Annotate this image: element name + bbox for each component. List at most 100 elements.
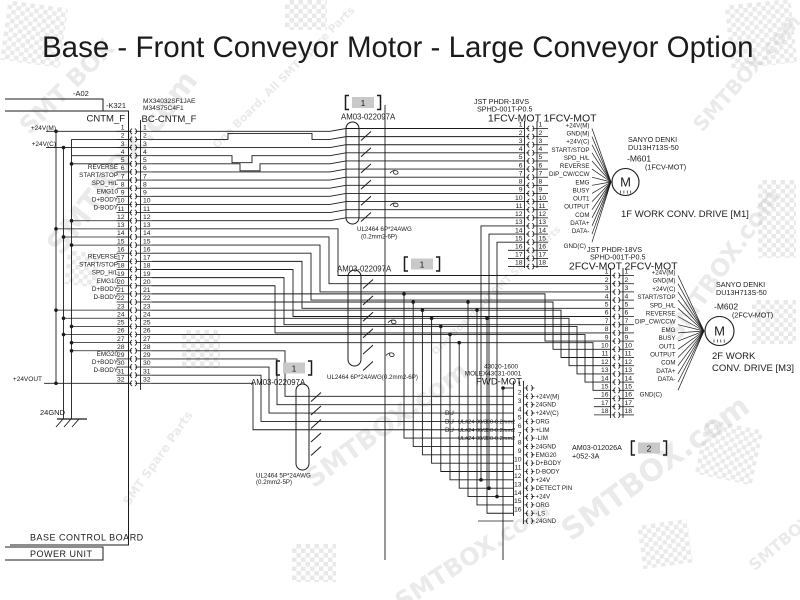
pin-number: 16 <box>514 506 522 513</box>
pin-number: 5 <box>605 302 609 309</box>
pin-number: 32 <box>117 376 125 383</box>
junction-dot <box>487 486 491 491</box>
signal-label: +24V(C) <box>652 286 675 293</box>
conn2f-name-right: 2FCV-MOT <box>625 261 679 273</box>
motor-fan-wire <box>677 330 705 350</box>
pin-number: 20 <box>143 279 151 286</box>
pin-number: 15 <box>601 384 609 391</box>
pin-number: 4 <box>605 293 609 300</box>
signal-label: DATA+ <box>656 368 676 375</box>
twisted-pair-mark <box>362 279 374 289</box>
fwd-header2: MOLEX43031-0001 <box>465 371 522 378</box>
pin-number: 18 <box>601 408 609 415</box>
pin-symbol <box>128 307 139 314</box>
left-connector-part2: M34S75C4F1 <box>143 105 184 112</box>
twisted-pair-mark <box>362 295 374 306</box>
cable3-spec: UL2464 5P*24AWG <box>256 473 311 480</box>
twisted-pair-mark <box>360 147 372 158</box>
ground-tick <box>55 418 64 428</box>
motor1-caption: 1F WORK CONV. DRIVE [M1] <box>621 209 749 220</box>
pin-number: 14 <box>515 227 523 234</box>
motor-fan-wire <box>591 181 612 243</box>
cable2-spec: UL2464 6P*24AWG(0.2mm2-6P) <box>327 374 418 381</box>
pin-number: 2 <box>143 133 147 140</box>
power-unit-outline <box>5 546 104 561</box>
pin-number: 26 <box>117 328 125 335</box>
signal-label: OUT1 <box>573 196 590 203</box>
pin-number: 31 <box>117 368 125 375</box>
pin-number: 8 <box>539 179 543 186</box>
pin-number: 11 <box>515 203 522 210</box>
pin-number: 2 <box>519 130 523 137</box>
junction-dot <box>54 227 58 231</box>
cable-bundle <box>345 121 360 225</box>
pin-number: 13 <box>117 222 125 229</box>
pin-symbol <box>525 206 536 213</box>
pin-number: 18 <box>515 260 523 267</box>
wire <box>152 309 611 358</box>
pin-symbol <box>611 411 622 418</box>
tag-bracket-right <box>377 94 382 111</box>
signal-label: EMG <box>575 179 589 186</box>
pin-number: 5 <box>121 157 125 164</box>
pin-number: 4 <box>539 146 543 153</box>
tag-bracket-left <box>275 360 280 376</box>
motor-fan-wire <box>677 324 705 332</box>
junction-dot <box>61 332 66 337</box>
pin-symbol <box>611 288 622 295</box>
pin-symbol <box>128 128 139 135</box>
motor-fan-wire <box>591 128 612 183</box>
junction-dot <box>457 340 462 345</box>
motor2-caption1: 2F WORK <box>712 351 756 362</box>
junction-dot <box>61 316 66 321</box>
ground-tick <box>63 418 72 428</box>
pin-number: 10 <box>514 456 522 463</box>
motor-fan-wire <box>677 330 705 375</box>
pin-number: 16 <box>515 244 523 251</box>
pin-number: 13 <box>625 367 633 374</box>
fwd-header1: 43020-1600 <box>484 364 519 371</box>
motor2-conn: (2FCV-MOT) <box>732 311 773 320</box>
rail-24vout-label: +24VOUT <box>13 376 42 383</box>
motor-fan-wire <box>591 181 612 210</box>
motor-fan-wire <box>591 168 612 183</box>
pin-number: 3 <box>518 398 522 405</box>
junction-dot <box>54 381 58 386</box>
motor1-conn: (1FCV-MOT) <box>645 163 686 172</box>
signal-label: D+BODY <box>92 196 119 203</box>
signal-label: D-BODY <box>94 294 119 301</box>
junction-dot <box>61 235 66 239</box>
pin-symbol <box>128 282 139 289</box>
motor1-symbol: M <box>620 175 631 190</box>
pin-symbol <box>525 231 536 238</box>
junction-dot <box>69 162 74 166</box>
signal-label: BUSY <box>573 187 590 194</box>
pin-number: 18 <box>539 260 547 267</box>
pin-number: 11 <box>117 206 124 213</box>
motor-fan-wire <box>677 316 705 332</box>
signal-label: +24V(C) <box>536 410 559 417</box>
base-control-board-label: BASE CONTROL BOARD <box>30 533 144 543</box>
pin-number: 3 <box>121 141 125 148</box>
sheet-tag-box <box>283 362 305 374</box>
cable-bundle <box>347 269 362 367</box>
pin-number: 15 <box>514 498 522 505</box>
signal-label: START/STOP <box>79 261 118 268</box>
pin-symbol <box>128 380 139 387</box>
pin-number: 4 <box>518 406 522 413</box>
pin-number: 14 <box>143 230 151 237</box>
pin-number: 1 <box>518 381 522 388</box>
pin-number: 30 <box>117 360 125 367</box>
motor2-ref: -M602 <box>714 302 738 312</box>
motor-fan-wire <box>677 330 705 334</box>
twisted-pair-mark <box>362 311 374 322</box>
pin-number: 11 <box>143 206 150 213</box>
pin-number: 30 <box>143 360 151 367</box>
pin-number: 2 <box>518 390 522 397</box>
motor-fan-wire <box>677 275 705 332</box>
ground-tick <box>71 418 80 428</box>
signal-label: SPD_H/L <box>92 270 119 277</box>
pin-symbol <box>128 258 139 265</box>
